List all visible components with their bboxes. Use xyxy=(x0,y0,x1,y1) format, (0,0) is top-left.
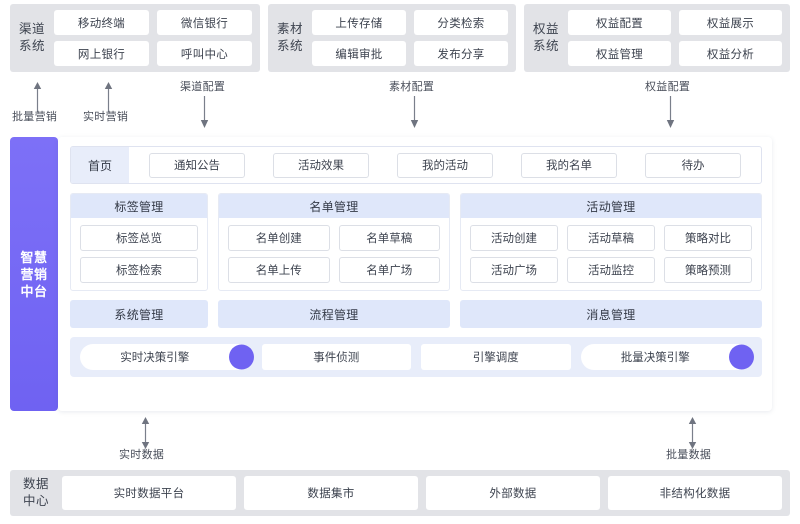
campaign-draft-item[interactable]: 活动草稿 xyxy=(567,225,655,251)
arrow-up-realtime-marketing xyxy=(104,82,113,112)
tab-todo[interactable]: 待办 xyxy=(645,152,741,178)
section-data-center: 数据 中心 实时数据平台 数据集市 外部数据 非结构化数据 xyxy=(10,470,790,516)
tab-my-campaigns[interactable]: 我的活动 xyxy=(397,152,493,178)
tab-strip: 首页 通知公告 活动效果 我的活动 我的名单 待办 xyxy=(70,146,762,184)
arrow-label-realtime-data: 实时数据 xyxy=(119,449,165,461)
channel-item-mobile[interactable]: 移动终端 xyxy=(54,10,149,35)
marketing-platform-stage: 智慧 营销 中台 首页 通知公告 活动效果 我的活动 我的名单 待办 标签管理 … xyxy=(10,137,772,411)
arrow-down-channel-config xyxy=(200,96,209,128)
panel-tag-management-title: 标签管理 xyxy=(71,194,207,218)
brand-rail: 智慧 营销 中台 xyxy=(10,137,58,411)
system-management-header[interactable]: 系统管理 xyxy=(70,300,208,328)
arrow-bidirectional-batch-data xyxy=(688,417,697,449)
tab-notices[interactable]: 通知公告 xyxy=(149,152,245,178)
arrow-label-batch-data: 批量数据 xyxy=(666,449,712,461)
rights-item-display[interactable]: 权益展示 xyxy=(679,10,782,35)
material-item-publish-share[interactable]: 发布分享 xyxy=(414,41,508,66)
section-rights-title: 权益 系统 xyxy=(532,22,559,53)
console-card: 首页 通知公告 活动效果 我的活动 我的名单 待办 标签管理 标签总览 标签检索… xyxy=(58,137,772,411)
batch-decision-engine-label: 批量决策引擎 xyxy=(620,352,690,364)
section-rights-system: 权益 系统 权益配置 权益展示 权益管理 权益分析 xyxy=(524,4,790,72)
data-item-realtime-platform[interactable]: 实时数据平台 xyxy=(62,476,236,510)
batch-engine-dot-icon xyxy=(729,344,754,370)
section-material-system: 素材 系统 上传存储 分类检索 编辑审批 发布分享 xyxy=(268,4,516,72)
tab-home[interactable]: 首页 xyxy=(71,147,129,183)
tab-list: 通知公告 活动效果 我的活动 我的名单 待办 xyxy=(129,152,761,178)
list-upload-item[interactable]: 名单上传 xyxy=(228,257,330,283)
arrow-down-rights-config xyxy=(666,96,675,128)
campaign-plaza-item[interactable]: 活动广场 xyxy=(470,257,558,283)
panel-campaign-management-body: 活动创建 活动草稿 策略对比 活动广场 活动监控 策略预测 xyxy=(461,218,761,290)
arrow-label-batch-marketing: 批量营销 xyxy=(12,111,58,123)
realtime-engine-dot-icon xyxy=(228,344,254,370)
data-item-unstructured-data[interactable]: 非结构化数据 xyxy=(608,476,782,510)
section-channel-title: 渠道 系统 xyxy=(18,22,45,53)
section-channel-system: 渠道 系统 移动终端 微信银行 网上银行 呼叫中心 xyxy=(10,4,260,72)
arrow-down-material-config xyxy=(410,96,419,128)
channel-item-wechat-bank[interactable]: 微信银行 xyxy=(157,10,252,35)
material-item-category-search[interactable]: 分类检索 xyxy=(414,10,508,35)
message-management-header[interactable]: 消息管理 xyxy=(460,300,762,328)
material-item-upload-storage[interactable]: 上传存储 xyxy=(312,10,406,35)
flat-header-row: 系统管理 流程管理 消息管理 xyxy=(70,300,762,328)
arrow-label-material-config: 素材配置 xyxy=(389,81,435,93)
panel-tag-management-body: 标签总览 标签检索 xyxy=(71,218,207,290)
data-item-external-data[interactable]: 外部数据 xyxy=(426,476,600,510)
arrow-label-rights-config: 权益配置 xyxy=(645,81,691,93)
campaign-create-item[interactable]: 活动创建 xyxy=(470,225,558,251)
list-create-item[interactable]: 名单创建 xyxy=(228,225,330,251)
rights-item-manage[interactable]: 权益管理 xyxy=(568,41,671,66)
module-panel-row: 标签管理 标签总览 标签检索 名单管理 名单创建 名单草稿 名单上传 名单广场 … xyxy=(70,193,762,291)
panel-list-management: 名单管理 名单创建 名单草稿 名单上传 名单广场 xyxy=(218,193,450,291)
arrow-up-batch-marketing xyxy=(33,82,42,112)
batch-decision-engine[interactable]: 批量决策引擎 xyxy=(580,344,754,370)
panel-campaign-management: 活动管理 活动创建 活动草稿 策略对比 活动广场 活动监控 策略预测 xyxy=(460,193,762,291)
section-rights-items: 权益配置 权益展示 权益管理 权益分析 xyxy=(568,3,790,73)
arrow-bidirectional-realtime-data xyxy=(141,417,150,449)
tag-overview-item[interactable]: 标签总览 xyxy=(80,225,198,251)
engine-bar: 实时决策引擎 事件侦测 引擎调度 批量决策引擎 xyxy=(70,337,762,377)
section-material-title: 素材 系统 xyxy=(276,22,303,53)
section-data-center-items: 实时数据平台 数据集市 外部数据 非结构化数据 xyxy=(62,476,790,510)
channel-item-call-center[interactable]: 呼叫中心 xyxy=(157,41,252,66)
channel-item-online-bank[interactable]: 网上银行 xyxy=(54,41,149,66)
panel-list-management-title: 名单管理 xyxy=(219,194,449,218)
tab-campaign-effect[interactable]: 活动效果 xyxy=(273,152,369,178)
strategy-compare-item[interactable]: 策略对比 xyxy=(664,225,752,251)
list-plaza-item[interactable]: 名单广场 xyxy=(338,257,440,283)
realtime-decision-engine[interactable]: 实时决策引擎 xyxy=(80,344,254,370)
strategy-forecast-item[interactable]: 策略预测 xyxy=(664,257,752,283)
rights-item-analysis[interactable]: 权益分析 xyxy=(679,41,782,66)
list-draft-item[interactable]: 名单草稿 xyxy=(338,225,440,251)
panel-tag-management: 标签管理 标签总览 标签检索 xyxy=(70,193,208,291)
data-item-data-mart[interactable]: 数据集市 xyxy=(244,476,418,510)
arrow-label-realtime-marketing: 实时营销 xyxy=(83,111,129,123)
tab-my-lists[interactable]: 我的名单 xyxy=(521,152,617,178)
event-detection[interactable]: 事件侦测 xyxy=(261,344,411,370)
campaign-monitor-item[interactable]: 活动监控 xyxy=(567,257,655,283)
section-material-items: 上传存储 分类检索 编辑审批 发布分享 xyxy=(312,3,516,73)
engine-scheduling[interactable]: 引擎调度 xyxy=(421,344,571,370)
process-management-header[interactable]: 流程管理 xyxy=(218,300,450,328)
section-data-center-title: 数据 中心 xyxy=(22,477,49,508)
section-channel-items: 移动终端 微信银行 网上银行 呼叫中心 xyxy=(54,3,260,73)
arrow-label-channel-config: 渠道配置 xyxy=(180,81,226,93)
realtime-decision-engine-label: 实时决策引擎 xyxy=(120,352,190,364)
brand-name: 智慧 营销 中台 xyxy=(20,249,48,299)
material-item-edit-approval[interactable]: 编辑审批 xyxy=(312,41,406,66)
panel-list-management-body: 名单创建 名单草稿 名单上传 名单广场 xyxy=(219,218,449,290)
panel-campaign-management-title: 活动管理 xyxy=(461,194,761,218)
rights-item-config[interactable]: 权益配置 xyxy=(568,10,671,35)
tag-search-item[interactable]: 标签检索 xyxy=(80,257,198,283)
